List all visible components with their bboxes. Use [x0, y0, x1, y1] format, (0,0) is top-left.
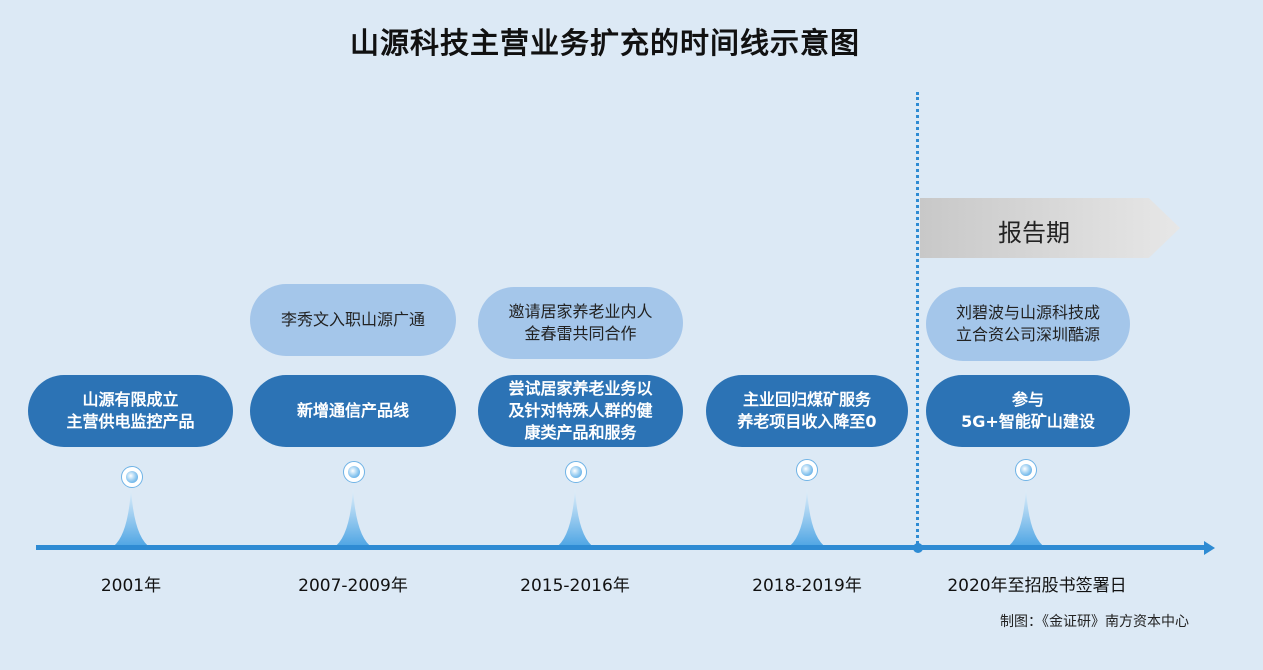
- report-period-label: 报告期: [998, 219, 1070, 247]
- milestone-2007-node: [343, 461, 365, 483]
- milestone-2018-node: [796, 459, 818, 481]
- milestone-2020-node: [1015, 459, 1037, 481]
- timeline-axis: [36, 545, 1206, 550]
- milestone-2015-main-event: 尝试居家养老业务以 及针对特殊人群的健 康类产品和服务: [478, 375, 683, 447]
- diagram-title: 山源科技主营业务扩充的时间线示意图: [349, 26, 860, 60]
- timeline-arrowhead: [1204, 541, 1215, 555]
- milestone-2001-main-event: 山源有限成立 主营供电监控产品: [28, 375, 233, 447]
- milestone-2007-year: 2007-2009年: [298, 576, 408, 596]
- report-period-start-dot: [913, 543, 923, 553]
- milestone-2015-spike: [555, 488, 595, 548]
- milestone-2001-spike: [111, 488, 151, 548]
- milestone-2020-main-event: 参与 5G+智能矿山建设: [926, 375, 1130, 447]
- milestone-2020-top-event: 刘碧波与山源科技成 立合资公司深圳酷源: [926, 287, 1130, 361]
- milestone-2018-main-event: 主业回归煤矿服务 养老项目收入降至0: [706, 375, 908, 447]
- milestone-2007-main-event: 新增通信产品线: [250, 375, 456, 447]
- milestone-2015-year: 2015-2016年: [520, 576, 630, 596]
- milestone-2007-top-event: 李秀文入职山源广通: [250, 284, 456, 356]
- milestone-2015-node: [565, 461, 587, 483]
- milestone-2015-top-event: 邀请居家养老业内人 金春雷共同合作: [478, 287, 683, 359]
- milestone-2001-year: 2001年: [100, 576, 162, 596]
- report-period-divider: [916, 92, 919, 550]
- report-period-arrow: [920, 198, 1180, 258]
- milestone-2018-spike: [787, 488, 827, 548]
- milestone-2020-year: 2020年至招股书签署日: [947, 576, 1127, 596]
- milestone-2001-node: [121, 466, 143, 488]
- milestone-2020-spike: [1006, 488, 1046, 548]
- milestone-2018-year: 2018-2019年: [752, 576, 862, 596]
- milestone-2007-spike: [333, 488, 373, 548]
- credit-text: 制图：《金证研》南方资本中心: [1000, 614, 1189, 630]
